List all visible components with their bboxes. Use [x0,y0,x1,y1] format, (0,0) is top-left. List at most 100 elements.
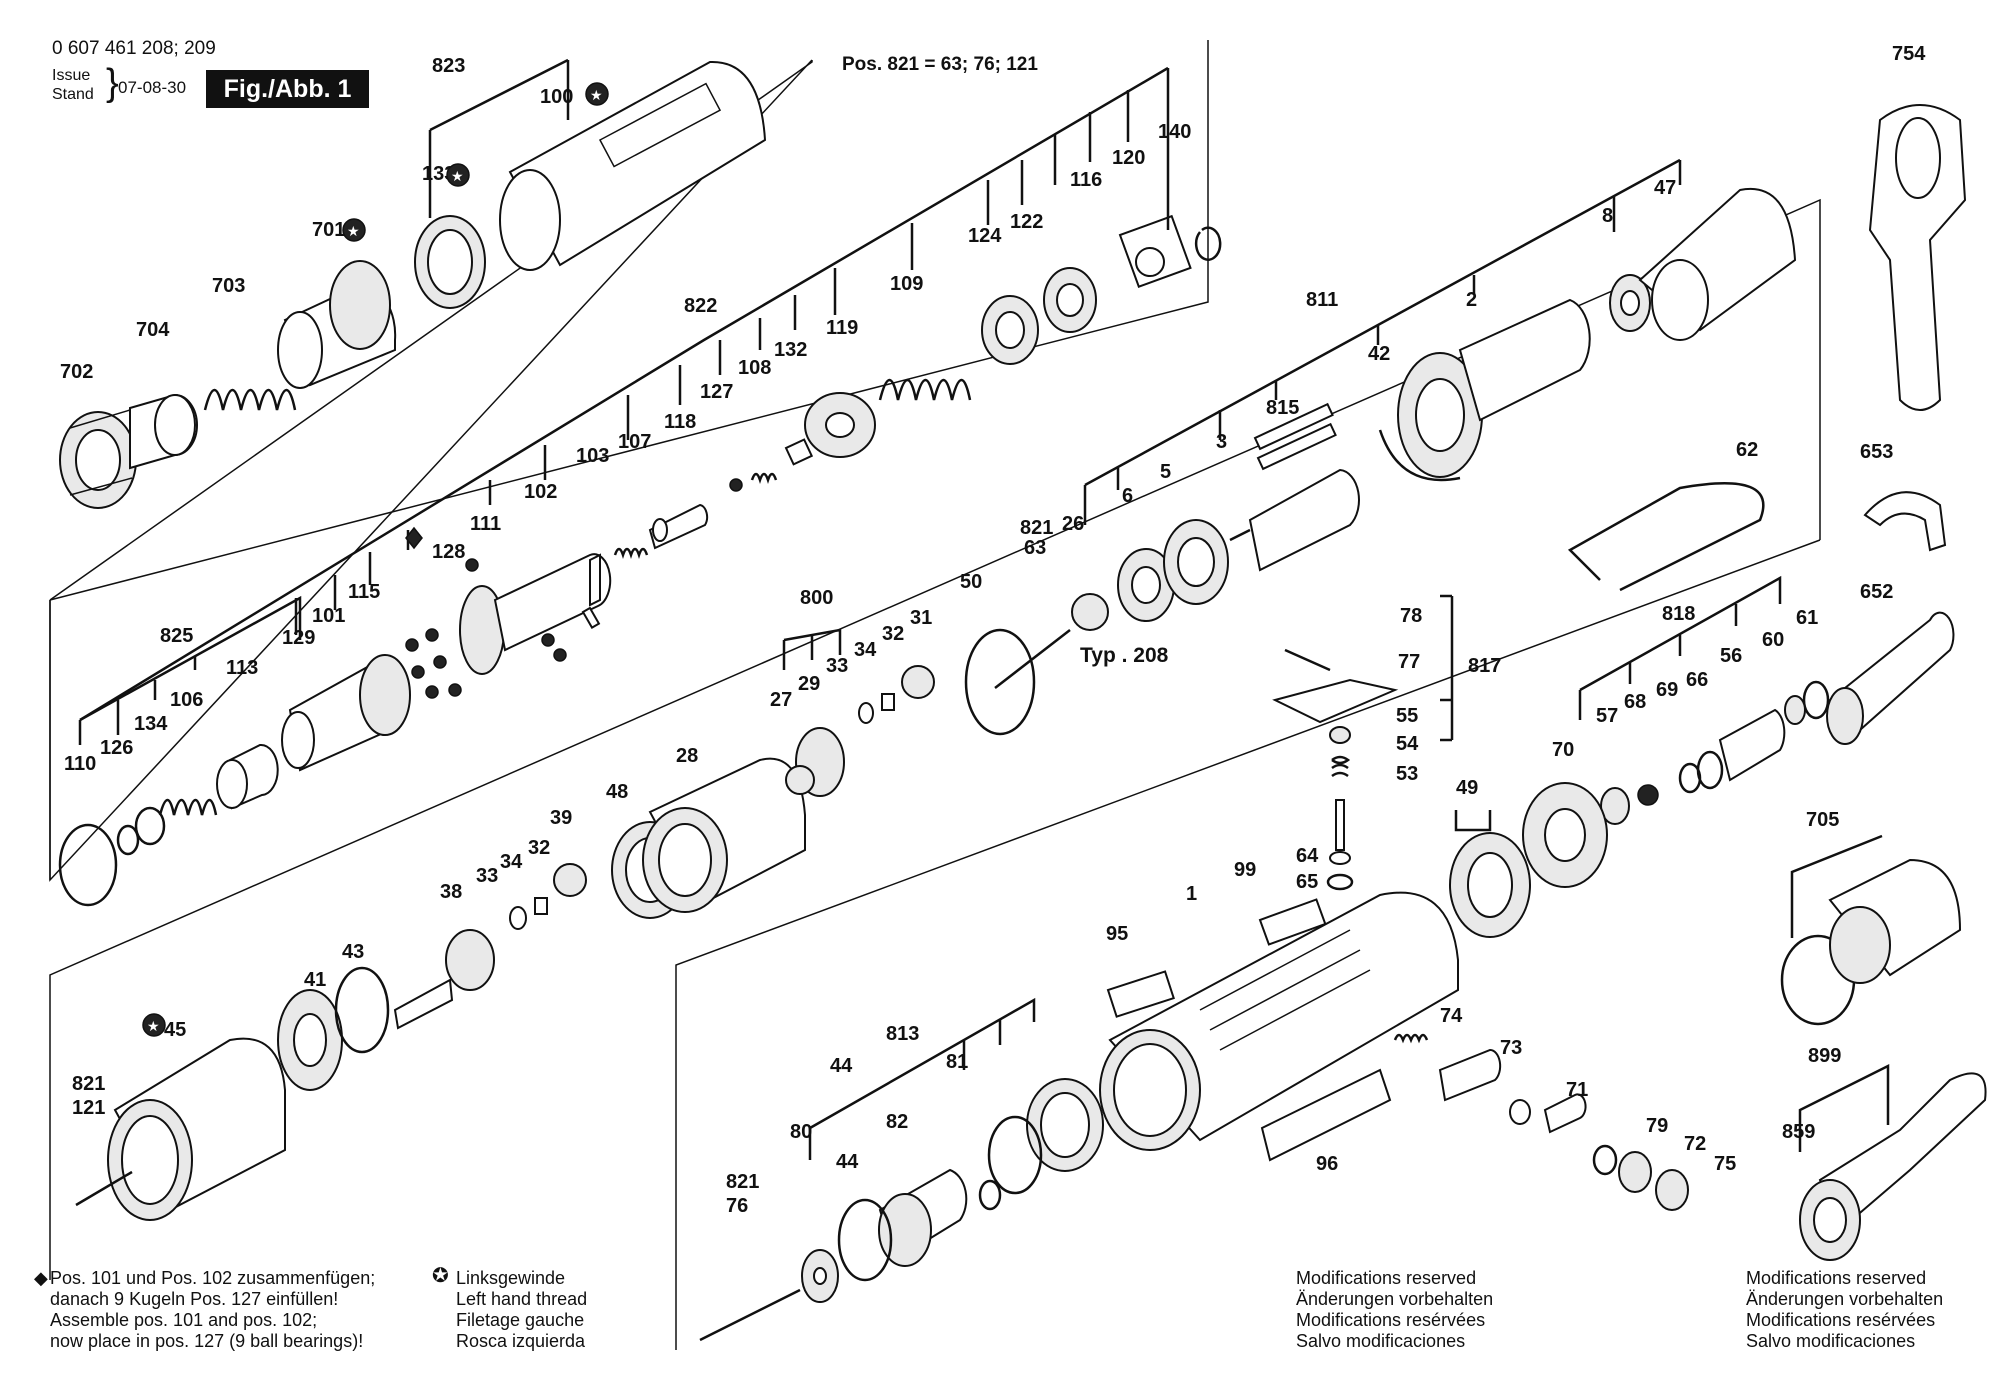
part-number-label: 38 [440,881,462,903]
part-74-spring [1393,1033,1429,1044]
part-815-vanes [1253,402,1337,471]
part-number-label: 28 [676,745,698,767]
part-106-spring [158,798,218,816]
part-number-label: 44 [830,1055,853,1077]
part-109-spring [878,378,972,401]
part-number-label: 821 [1020,517,1053,539]
part-8-bearing [1609,274,1651,332]
svg-text:★: ★ [147,1019,160,1035]
part-number-label: 818 [1662,603,1695,625]
part-number-label: 129 [282,627,315,649]
part-number-label: 63 [1024,537,1046,559]
part-44-oring [837,1198,893,1282]
part-6-bearing [1117,548,1175,622]
part-62-wire [1567,482,1765,592]
part-number-label: 32 [528,837,550,859]
part-number-label: 57 [1596,705,1618,727]
part-number-label: 56 [1720,645,1742,667]
part-number-label: 99 [1234,859,1256,881]
part-133-ring [414,215,486,309]
part-5-cap [1163,519,1229,605]
part-number-label: 815 [1266,397,1299,419]
part-number-label: 44 [836,1151,859,1173]
part-number-label: 79 [1646,1115,1668,1137]
position-note: Pos. 821 = 63; 76; 121 [842,54,1038,75]
part-number-label: 54 [1396,733,1419,755]
part-113-sleeve [216,743,279,810]
part-number-label: 33 [476,865,498,887]
part-75-cap [1655,1169,1689,1211]
part-number-label: 29 [798,673,820,695]
part-number-label: 124 [968,225,1002,247]
part-number-label: 43 [342,941,364,963]
modifications-line: Salvo modificaciones [1746,1331,1916,1351]
part-number-label: 817 [1468,655,1501,677]
part-127-ball-small [729,478,743,492]
issue-date: 07-08-30 [118,78,187,97]
modifications-footnote-b: Modifications reserved Änderungen vorbeh… [1746,1268,1943,1352]
part-number-label: 103 [576,445,609,467]
part-number-label: 116 [1070,169,1102,191]
part-number-label: 27 [770,689,792,711]
left-thread-line: Left hand thread [456,1289,588,1309]
modifications-line: Änderungen vorbehalten [1746,1289,1944,1309]
part-number-label: 33 [826,655,848,677]
part-110-ring [58,823,118,907]
part-number-label: 55 [1396,705,1418,727]
part-number-label: 800 [800,587,833,609]
part-number-label: 813 [886,1023,919,1045]
part-number-label: 111 [470,513,501,535]
part-103-pin [581,606,601,629]
part-number-label: 703 [212,275,245,297]
part-number-label: 50 [960,571,982,593]
modifications-line: Salvo modificaciones [1296,1331,1466,1351]
panel-frames [49,40,1821,1350]
part-34-washer-b [858,702,874,724]
modifications-line: Modifications reserved [1296,1268,1477,1288]
part-126-ring [116,824,140,856]
part-number-label: 96 [1316,1153,1338,1175]
svg-text:★: ★ [590,88,603,104]
part-number-label: 811 [1306,289,1338,311]
part-81-oring [987,1115,1043,1195]
part-number-label: 121 [72,1097,105,1119]
part-number-label: 701 [312,219,345,241]
part-899-hose-assembly [1799,1072,1987,1261]
part-number-label: 34 [854,639,877,661]
document-number: 0 607 461 208; 209 [52,38,216,59]
part-120-bracket [1118,214,1192,288]
issue-label: Issue [52,67,91,84]
modifications-line: Modifications reserved [1746,1268,1927,1288]
part-140-clip [1194,226,1222,261]
part-number-label: 754 [1892,43,1926,65]
part-number-label: 118 [664,411,696,433]
part-number-label: 2 [1466,289,1477,311]
part-number-label: 115 [348,581,380,603]
part-number-label: 32 [882,623,904,645]
part-number-label: 140 [1158,121,1191,143]
part-101-spindle [281,654,411,772]
part-number-label: 73 [1500,1037,1522,1059]
part-76-pin [699,1288,801,1342]
part-number-label: 1 [1186,883,1197,905]
part-number-label: 822 [684,295,717,317]
part-number-label: 70 [1552,739,1574,761]
part-number-label: 859 [1782,1121,1815,1143]
part-3-rotor [1229,468,1360,572]
part-number-label: 134 [134,713,168,735]
part-number-label: 71 [1566,1079,1588,1101]
part-127-balls [405,558,567,699]
part-number-label: 61 [1796,607,1818,629]
part-number-label: 95 [1106,923,1128,945]
figure-label: Fig./Abb. 1 [206,70,369,108]
part-number-label: 110 [64,753,96,775]
diamond-marker-icon [405,526,423,550]
part-119-washer [804,392,876,458]
left-thread-star-icons: ★ ★ ★ ★ [142,82,609,1037]
part-817-lever [1272,648,1399,891]
part-34-washer [509,906,527,930]
part-number-label: 126 [100,737,133,759]
part-number-label: 823 [432,55,465,77]
left-thread-line: Rosca izquierda [456,1331,586,1351]
